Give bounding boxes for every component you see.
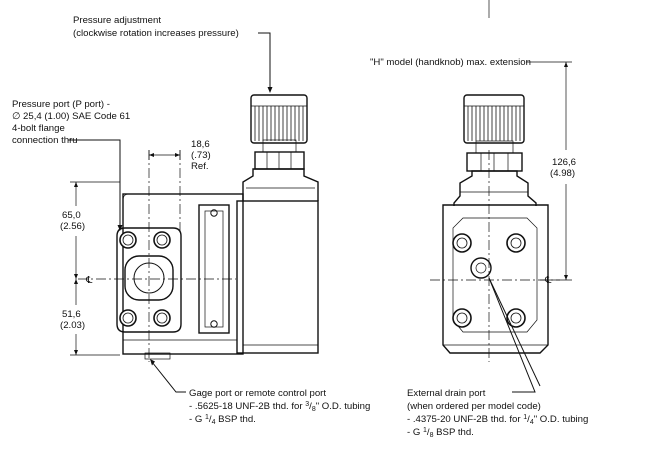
- gage-port-boss: [144, 352, 171, 360]
- external-drain-thread: - .4375-20 UNF-2B thd. for 1/4" O.D. tub…: [407, 414, 588, 426]
- pressure-adjustment-note: (clockwise rotation increases pressure): [73, 28, 239, 39]
- pressure-adjustment-label: Pressure adjustment: [73, 15, 161, 26]
- offset-ref-value: 18,6: [191, 139, 210, 150]
- gage-port-label: Gage port or remote control port: [189, 388, 326, 399]
- centerline-mark-right: ℄: [544, 275, 552, 286]
- lock-nut-front: [466, 152, 523, 172]
- centerline-mark: ℄: [85, 275, 93, 286]
- left-view: ℄ 18,6 (.73) Ref. 65,0 (2.56) 51,6 (2.03…: [60, 94, 319, 362]
- side-slot: [198, 204, 230, 334]
- flange-body: [122, 193, 244, 355]
- pressure-port-label: Pressure port (P port) -: [12, 99, 110, 110]
- upper-height-inch: (2.56): [60, 221, 85, 232]
- gage-port-thread: - .5625-18 UNF-2B thd. for 3/8" O.D. tub…: [189, 401, 370, 413]
- knob-extension-inch: (4.98): [550, 168, 575, 179]
- upper-height-value: 65,0: [62, 210, 81, 221]
- front-body: [453, 170, 537, 206]
- pressure-port-connection: connection thru: [12, 135, 78, 146]
- external-drain-note: (when ordered per model code): [407, 401, 541, 412]
- offset-ref-note: Ref.: [191, 161, 209, 172]
- valve-body: [236, 200, 319, 354]
- pressure-port-flange: 4-bolt flange: [12, 123, 65, 134]
- lock-nut: [254, 151, 305, 170]
- bonnet: [242, 168, 319, 201]
- external-drain-bsp: - G 1/8 BSP thd.: [407, 427, 474, 439]
- leader-lines: [68, 32, 541, 393]
- adjustment-knob-side: [250, 94, 308, 144]
- right-view: ℄ 126,6 (4.98): [430, 0, 576, 362]
- knob-extension-value: 126,6: [552, 157, 576, 168]
- external-drain-label: External drain port: [407, 388, 486, 399]
- h-model-label: "H" model (handknob) max. extension: [370, 57, 531, 68]
- external-drain-port: [470, 257, 492, 279]
- lower-height-inch: (2.03): [60, 320, 85, 331]
- gage-port-bsp: - G 1/4 BSP thd.: [189, 414, 256, 426]
- sae-flange: [116, 227, 182, 333]
- pressure-port-size: ∅ 25,4 (1.00) SAE Code 61: [12, 111, 130, 122]
- adjustment-knob-front: [463, 94, 525, 144]
- lower-height-value: 51,6: [62, 309, 81, 320]
- offset-ref-inch: (.73): [191, 150, 211, 161]
